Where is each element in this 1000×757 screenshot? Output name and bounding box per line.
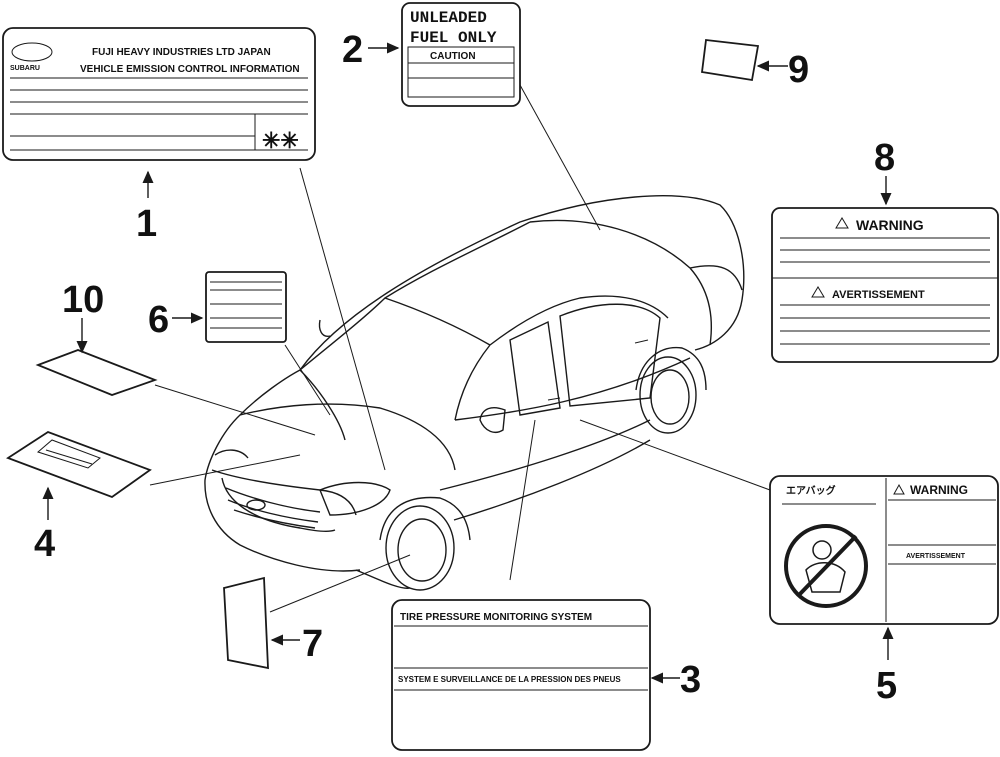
warning-label-8: WARNING AVERTISSEMENT bbox=[771, 207, 999, 363]
callout-2: 2 bbox=[342, 29, 363, 71]
tire-pressure-label: TIRE PRESSURE MONITORING SYSTEM SYSTEM E… bbox=[391, 599, 651, 751]
callout-5: 5 bbox=[876, 665, 897, 707]
label3-title-fr: SYSTEM E SURVEILLANCE DE LA PRESSION DES… bbox=[398, 675, 621, 684]
label1-line2: VEHICLE EMISSION CONTROL INFORMATION bbox=[80, 64, 300, 75]
label5-warning: WARNING bbox=[910, 483, 968, 497]
caution-text: CAUTION bbox=[430, 51, 476, 62]
label-4 bbox=[6, 430, 152, 499]
callout-6: 6 bbox=[148, 299, 169, 341]
warning-triangle-icon bbox=[811, 286, 825, 298]
leader-lines bbox=[149, 84, 771, 613]
emission-control-label: SUBARU FUJI HEAVY INDUSTRIES LTD JAPAN V… bbox=[2, 27, 316, 161]
callout-9: 9 bbox=[788, 49, 809, 91]
callout-1: 1 bbox=[136, 203, 157, 245]
label-7 bbox=[223, 576, 269, 670]
small-label-9 bbox=[700, 39, 760, 82]
no-child-seat-icon bbox=[784, 524, 868, 608]
fuel-label: UNLEADED FUEL ONLY CAUTION bbox=[401, 2, 521, 107]
callout-4: 4 bbox=[34, 523, 55, 565]
vehicle-outline bbox=[204, 195, 745, 591]
label3-title-en: TIRE PRESSURE MONITORING SYSTEM bbox=[400, 612, 592, 623]
warning-triangle-icon bbox=[893, 483, 905, 495]
fuel-only-text: FUEL ONLY bbox=[410, 29, 497, 47]
callout-numbers: 1 2 3 4 5 6 7 8 9 10 bbox=[34, 29, 897, 707]
label8-avertissement: AVERTISSEMENT bbox=[832, 289, 925, 301]
label1-line1: FUJI HEAVY INDUSTRIES LTD JAPAN bbox=[92, 47, 271, 58]
label-10 bbox=[35, 349, 158, 396]
marks-text: ✳✳ bbox=[262, 128, 299, 153]
label5-header: エアバッグ bbox=[786, 484, 836, 497]
callout-8: 8 bbox=[874, 137, 895, 179]
label5-avertissement: AVERTISSEMENT bbox=[906, 553, 966, 560]
warning-triangle-icon bbox=[835, 217, 849, 229]
callout-3: 3 bbox=[680, 659, 701, 701]
callout-10: 10 bbox=[62, 279, 104, 321]
callout-7: 7 bbox=[302, 623, 323, 665]
label8-warning: WARNING bbox=[856, 217, 924, 233]
brand-text: SUBARU bbox=[10, 65, 40, 72]
callout-arrows bbox=[42, 42, 894, 684]
airbag-warning-label: WARNING AVERTISSEMENT エアバッグ bbox=[769, 475, 999, 625]
small-label-6 bbox=[205, 271, 287, 343]
subaru-logo-icon bbox=[11, 42, 53, 62]
unleaded-text: UNLEADED bbox=[410, 9, 487, 27]
